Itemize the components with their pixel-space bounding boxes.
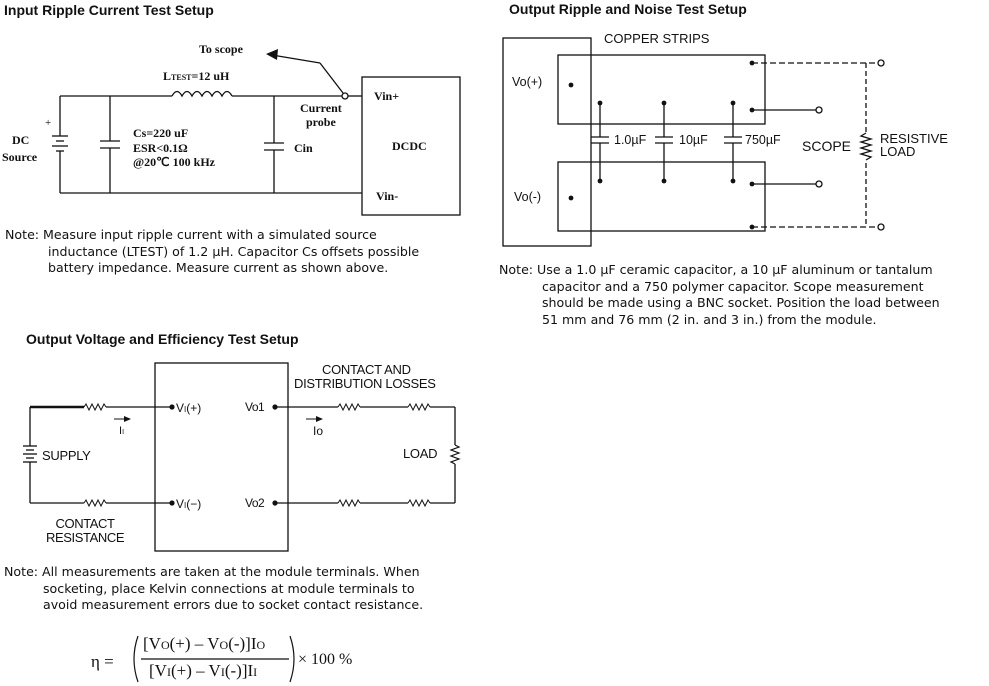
dcdc-label: DCDC: [392, 139, 427, 153]
copper-strips-label: COPPER STRIPS: [604, 31, 710, 46]
vo-minus-label: Vo(-): [514, 190, 542, 204]
input-ripple-note: Note: Measure input ripple current with …: [5, 227, 420, 275]
eta-symbol: η =: [91, 652, 114, 671]
load-label: LOAD: [403, 446, 438, 461]
distribution-losses-label: DISTRIBUTION LOSSES: [294, 376, 436, 391]
efficiency-title: Output Voltage and Efficiency Test Setup: [26, 331, 299, 347]
vo-plus-label: Vo(+): [512, 75, 543, 89]
vin-plus-label: Vin+: [374, 89, 400, 103]
cap-1uf-label: 1.0µF: [614, 133, 647, 147]
cin-label: Cin: [294, 141, 313, 155]
resistive-load: [858, 132, 874, 161]
vo2-label: Vo2: [245, 496, 265, 510]
io-label: Io: [313, 424, 324, 438]
dc-label: DC: [12, 133, 30, 147]
to-scope-label: To scope: [199, 42, 243, 56]
efficiency-note: Note: All measurements are taken at the …: [4, 564, 424, 612]
formula-numerator: [VO(+) – VO(-)]IO: [143, 634, 266, 653]
vi-minus-label: VI(−): [176, 497, 202, 511]
vo1-label: Vo1: [245, 400, 265, 414]
cap-750uf-label: 750µF: [745, 133, 781, 147]
scope-label: SCOPE: [802, 138, 852, 154]
ii-label: II: [119, 425, 125, 437]
formula-times: × 100 %: [298, 651, 353, 668]
source-label: Source: [2, 150, 38, 164]
plus-sign: +: [45, 117, 52, 129]
output-ripple-note: Note: Use a 1.0 µF ceramic capacitor, a …: [499, 262, 940, 327]
contact-distribution-label: CONTACT AND: [322, 362, 411, 377]
inductor-label: LTEST=12 uH: [163, 69, 230, 83]
inductor-ltest: [171, 90, 233, 98]
cap-10uf-label: 10µF: [679, 133, 708, 147]
input-ripple-title: Input Ripple Current Test Setup: [4, 2, 214, 18]
supply-label: SUPPLY: [42, 448, 91, 463]
output-ripple-title: Output Ripple and Noise Test Setup: [509, 1, 747, 17]
formula-denominator: [VI(+) – VI(-)]II: [149, 661, 258, 680]
vin-minus-label: Vin-: [376, 189, 399, 203]
vi-plus-label: VI(+): [176, 401, 202, 415]
